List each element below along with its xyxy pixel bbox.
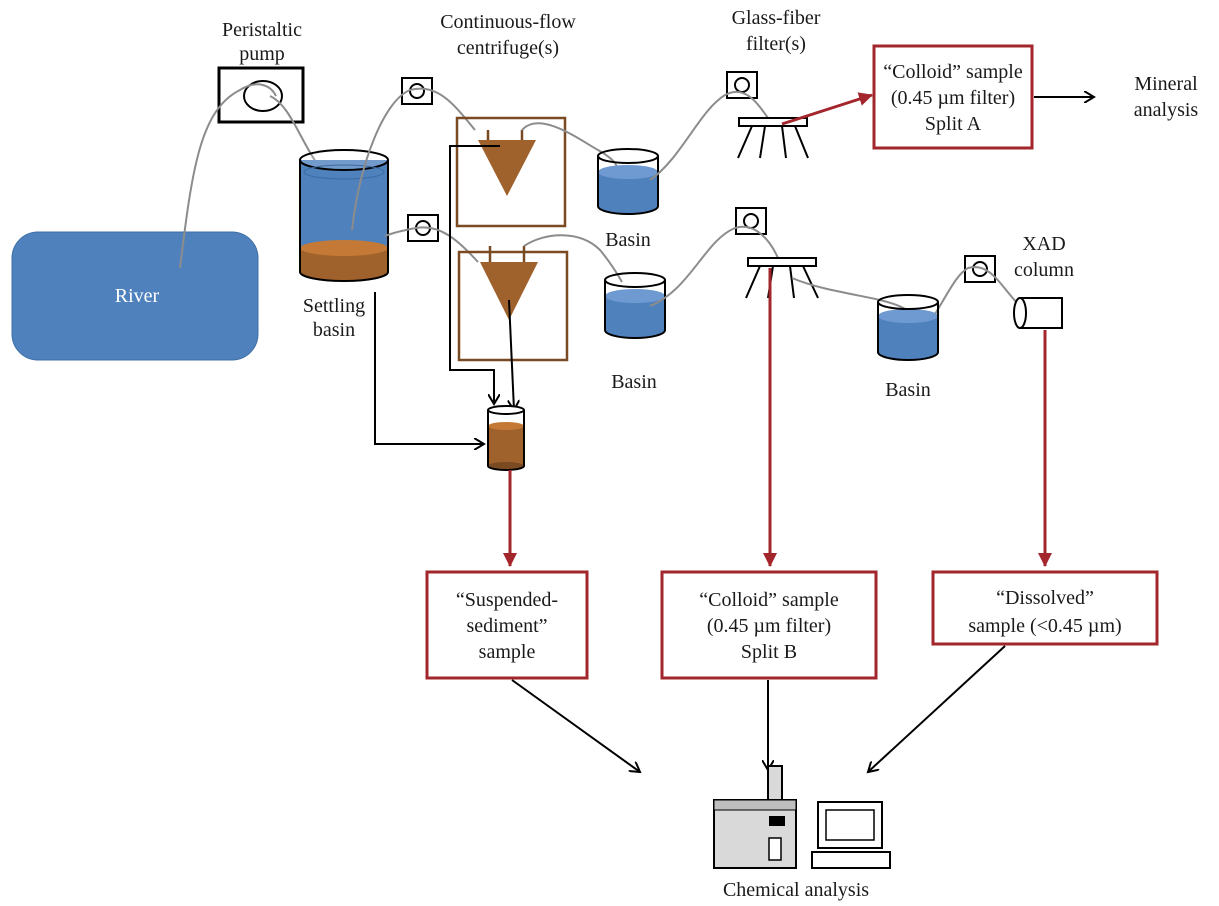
chemical-analysis-label: Chemical analysis: [723, 879, 869, 901]
tube-basin-centrifuge-2: [384, 226, 479, 263]
dissolved-line-1: “Dissolved”: [996, 587, 1094, 609]
tube-basin-centrifuge-1: [351, 87, 476, 231]
suspended-line-1: “Suspended-: [456, 589, 558, 611]
arrow-filter1-colloid-a: [781, 92, 873, 126]
dissolved-line-2: sample (<0.45 µm): [968, 615, 1121, 637]
pump-loop-icon-3: [726, 71, 758, 99]
filter-icon-1: [737, 117, 809, 159]
basin-label-2: Basin: [611, 371, 657, 393]
basin-icon-1: [597, 148, 659, 215]
suspended-line-3: sample: [479, 641, 536, 663]
basin-icon-2: [604, 272, 666, 339]
tube-basin1-filter1: [649, 90, 769, 181]
basin-icon-3: [877, 294, 939, 361]
xad-label-1: XAD: [1022, 233, 1065, 255]
line-basin-vial: [374, 292, 484, 444]
peristaltic-pump-label-2: pump: [239, 43, 285, 65]
dissolved-box: “Dissolved” sample (<0.45 µm): [931, 570, 1159, 646]
colloid-a-line-2: (0.45 µm filter): [891, 87, 1015, 109]
column-icon: [1013, 297, 1063, 329]
filter-icon-2: [745, 257, 819, 299]
centrifuge-label-1: Continuous-flow: [440, 11, 576, 33]
colloid-b-line-2: (0.45 µm filter): [707, 615, 831, 637]
computer-icon: [811, 801, 891, 869]
centrifuge-icon-2: [457, 246, 569, 362]
colloid-a-line-1: “Colloid” sample: [883, 61, 1023, 83]
tube-pump-basin: [269, 95, 319, 166]
arrow-suspended-chemical: [511, 679, 640, 772]
suspended-line-2: sediment”: [466, 615, 547, 637]
mineral-analysis-label-1: Mineral: [1134, 73, 1198, 95]
colloid-split-b-box: “Colloid” sample (0.45 µm filter) Split …: [660, 570, 878, 680]
analyzer-icon: [713, 765, 797, 869]
line-centrifuge1-vial: [449, 145, 500, 404]
sample-vial-icon: [487, 405, 525, 471]
settling-basin-icon: [299, 149, 389, 282]
mineral-analysis-label-2: analysis: [1134, 99, 1199, 121]
line-centrifuge2-vial: [509, 299, 514, 410]
pump-loop-icon-5: [964, 255, 996, 283]
centrifuge-icon-1: [455, 116, 567, 228]
river-label: River: [115, 285, 160, 307]
colloid-b-line-3: Split B: [741, 641, 797, 663]
tube-centrifuge2-basin2: [523, 234, 623, 283]
filter-label-1: Glass-fiber: [732, 7, 821, 29]
tube-river-pump: [179, 83, 277, 269]
pump-icon: [217, 66, 305, 124]
settling-basin-label-2: basin: [313, 319, 355, 341]
pump-loop-icon-4: [735, 207, 767, 235]
colloid-split-a-box: “Colloid” sample (0.45 µm filter) Split …: [872, 44, 1034, 150]
filter-label-2: filter(s): [746, 33, 806, 55]
river: River: [11, 231, 259, 361]
xad-label-2: column: [1014, 259, 1074, 281]
basin-label-3: Basin: [885, 379, 931, 401]
tube-centrifuge1-basin1: [521, 122, 619, 173]
tube-basin3-xad: [924, 266, 1019, 331]
arrow-dissolved-chemical: [868, 645, 1006, 772]
peristaltic-pump-label-1: Peristaltic: [222, 19, 302, 41]
tube-basin2-filter2: [649, 225, 779, 307]
centrifuge-label-2: centrifuge(s): [457, 37, 559, 59]
settling-basin-label-1: Settling: [303, 295, 365, 317]
suspended-sediment-box: “Suspended- sediment” sample: [425, 570, 589, 680]
colloid-b-line-1: “Colloid” sample: [699, 589, 839, 611]
basin-label-1: Basin: [605, 229, 651, 251]
colloid-a-line-3: Split A: [925, 113, 982, 135]
